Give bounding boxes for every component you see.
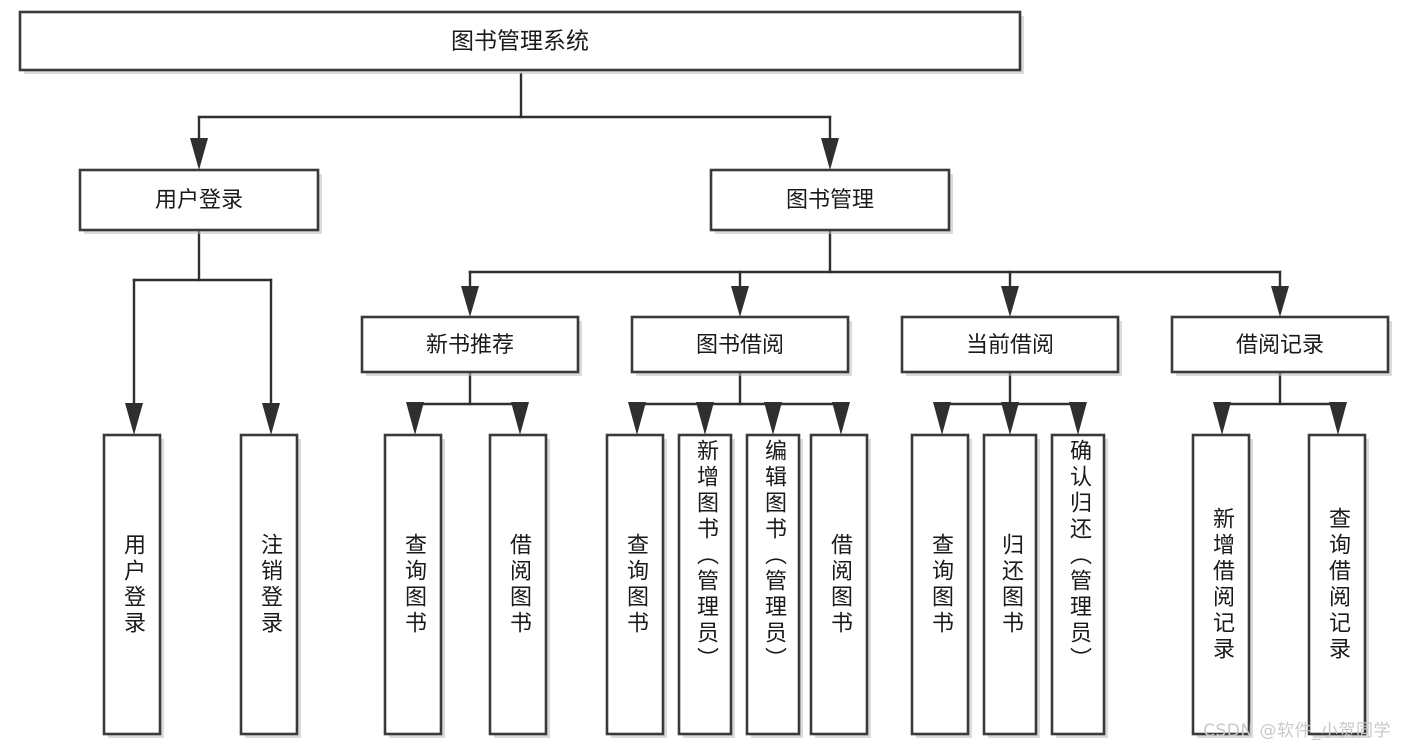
connector-group-book-management-to-level3 bbox=[461, 230, 1289, 317]
node-borrow-record-label: 借阅记录 bbox=[1236, 333, 1324, 358]
node-root[interactable]: 图书管理系统 bbox=[18, 10, 1024, 74]
leaf-query-book-3-box[interactable] bbox=[910, 433, 970, 736]
node-current-borrow-label: 当前借阅 bbox=[966, 333, 1054, 358]
arrow-head-leaf-return-book bbox=[1001, 402, 1019, 435]
node-user-login-label: 用户登录 bbox=[155, 188, 243, 213]
node-book-borrow-box[interactable] bbox=[630, 315, 850, 374]
leaf-edit-book-box[interactable] bbox=[745, 433, 801, 736]
leaf-add-record-box[interactable] bbox=[1191, 433, 1251, 736]
connector-group-book-borrow-to-leaves bbox=[628, 372, 850, 435]
arrow-head-leaf-query-book-3 bbox=[933, 402, 951, 435]
node-root-label: 图书管理系统 bbox=[451, 29, 589, 55]
arrow-head-borrow-record bbox=[1271, 286, 1289, 317]
leaf-query-book-1-box[interactable] bbox=[383, 433, 443, 736]
node-user-login-box[interactable] bbox=[78, 168, 320, 232]
leaf-box-group bbox=[102, 433, 1369, 738]
node-book-borrow[interactable]: 图书借阅 bbox=[630, 315, 852, 376]
arrow-head-leaf-add-book bbox=[696, 402, 714, 435]
arrow-head-leaf-borrow-book-2 bbox=[832, 402, 850, 435]
node-root-box[interactable] bbox=[18, 10, 1022, 72]
node-book-management[interactable]: 图书管理 bbox=[709, 168, 953, 234]
arrow-head-leaf-query-book-1 bbox=[406, 402, 424, 435]
node-borrow-record[interactable]: 借阅记录 bbox=[1170, 315, 1392, 376]
connector-group-root-to-level2 bbox=[190, 72, 839, 170]
connector-group-user-login-to-leaves bbox=[125, 230, 280, 435]
connector-group-current-borrow-to-leaves bbox=[933, 372, 1087, 435]
node-user-login[interactable]: 用户登录 bbox=[78, 168, 322, 234]
arrow-head-current-borrow bbox=[1001, 286, 1019, 317]
watermark-text: CSDN @软件_小贺同学 bbox=[1203, 721, 1391, 741]
arrow-head-new-book-recommend bbox=[461, 286, 479, 317]
arrow-head-leaf-borrow-book-1 bbox=[511, 402, 529, 435]
node-book-borrow-label: 图书借阅 bbox=[696, 333, 784, 358]
leaf-query-book-2-box[interactable] bbox=[605, 433, 665, 736]
leaf-return-book-box[interactable] bbox=[982, 433, 1038, 736]
arrow-head-leaf-user-login bbox=[125, 403, 143, 435]
arrow-head-book-management bbox=[821, 138, 839, 170]
arrow-head-leaf-edit-book bbox=[764, 402, 782, 435]
leaf-borrow-book-2-box[interactable] bbox=[809, 433, 869, 736]
leaf-user-login-box[interactable] bbox=[102, 433, 162, 736]
node-new-book-recommend-label: 新书推荐 bbox=[426, 333, 514, 358]
leaf-borrow-book-1-box[interactable] bbox=[488, 433, 548, 736]
leaf-logout-login-box[interactable] bbox=[239, 433, 299, 736]
node-new-book-recommend-box[interactable] bbox=[360, 315, 580, 374]
node-borrow-record-box[interactable] bbox=[1170, 315, 1390, 374]
leaf-query-record-box[interactable] bbox=[1307, 433, 1367, 736]
arrow-head-user-login bbox=[190, 138, 208, 170]
node-book-management-label: 图书管理 bbox=[786, 188, 874, 213]
connector-group-borrow-record-to-leaves bbox=[1213, 372, 1347, 435]
node-new-book-recommend[interactable]: 新书推荐 bbox=[360, 315, 582, 376]
leaf-add-book-box[interactable] bbox=[677, 433, 733, 736]
node-current-borrow[interactable]: 当前借阅 bbox=[900, 315, 1122, 376]
arrow-head-leaf-confirm-return bbox=[1069, 402, 1087, 435]
arrow-head-leaf-query-book-2 bbox=[628, 402, 646, 435]
arrow-head-leaf-logout-login bbox=[262, 403, 280, 435]
leaf-confirm-return-box[interactable] bbox=[1050, 433, 1106, 736]
arrow-head-leaf-query-record bbox=[1329, 402, 1347, 435]
arrow-head-book-borrow bbox=[731, 286, 749, 317]
arrow-head-leaf-add-record bbox=[1213, 402, 1231, 435]
node-current-borrow-box[interactable] bbox=[900, 315, 1120, 374]
node-book-management-box[interactable] bbox=[709, 168, 951, 232]
connector-group-new-book-to-leaves bbox=[406, 372, 529, 435]
